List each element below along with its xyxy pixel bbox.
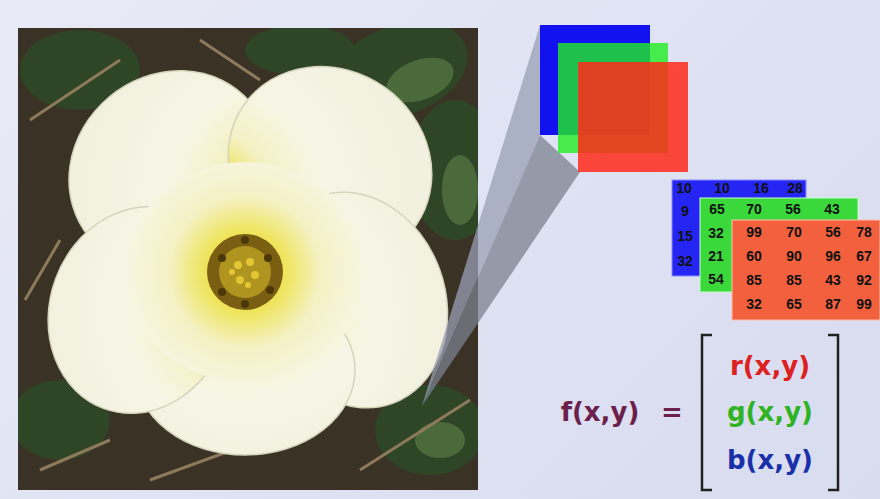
matrix-cell: 70 — [786, 225, 802, 240]
matrix-cell: 56 — [785, 202, 801, 217]
matrix-cell: 21 — [708, 249, 724, 264]
matrix-cell: 65 — [709, 202, 725, 217]
flower-middle — [125, 162, 365, 382]
zoom-beam-shade — [422, 135, 580, 406]
matrix-cell: 10 — [676, 181, 692, 196]
matrix-cell: 28 — [787, 181, 803, 196]
matrix-cell: 70 — [746, 202, 762, 217]
flower-disc — [219, 246, 271, 298]
matrix-cell: 87 — [825, 297, 841, 312]
right-bracket — [828, 335, 838, 490]
stamens — [229, 258, 259, 288]
matrix-cell: 54 — [708, 272, 724, 287]
matrix-cell: 32 — [746, 297, 762, 312]
matrix-cell: 32 — [677, 254, 693, 269]
matrix-cell: 56 — [825, 225, 841, 240]
green-component: g(x,y) — [727, 398, 813, 427]
matrix-cell: 85 — [786, 273, 802, 288]
matrix-cell: 67 — [856, 249, 872, 264]
matrix-cell: 99 — [856, 297, 872, 312]
leaves — [18, 28, 478, 475]
matrix-cell: 85 — [746, 273, 762, 288]
red-channel-square — [578, 62, 688, 172]
petals — [20, 28, 478, 455]
flower-photo — [18, 28, 478, 490]
matrix-cell: 43 — [824, 202, 840, 217]
red-component: r(x,y) — [730, 352, 810, 381]
matrix-cell: 65 — [786, 297, 802, 312]
matrix-cell: 96 — [825, 249, 841, 264]
matrix-cell: 9 — [681, 204, 689, 219]
matrix-cell: 43 — [825, 273, 841, 288]
matrix-cell: 16 — [753, 181, 769, 196]
blue-component: b(x,y) — [727, 446, 813, 475]
matrix-cell: 32 — [708, 226, 724, 241]
formula-function: f(x,y) — [561, 398, 640, 427]
matrix-cell: 99 — [746, 225, 762, 240]
matrix-cell: 92 — [856, 273, 872, 288]
matrix-cell: 90 — [786, 249, 802, 264]
left-bracket — [702, 335, 712, 490]
matrix-cell: 60 — [746, 249, 762, 264]
matrix-cell: 15 — [677, 229, 693, 244]
matrix-cell: 10 — [714, 181, 730, 196]
eye-spots — [218, 236, 274, 308]
matrix-cell: 78 — [856, 225, 872, 240]
formula-equals: = — [661, 398, 683, 427]
flower-eye — [207, 234, 283, 310]
red-matrix — [732, 220, 880, 320]
